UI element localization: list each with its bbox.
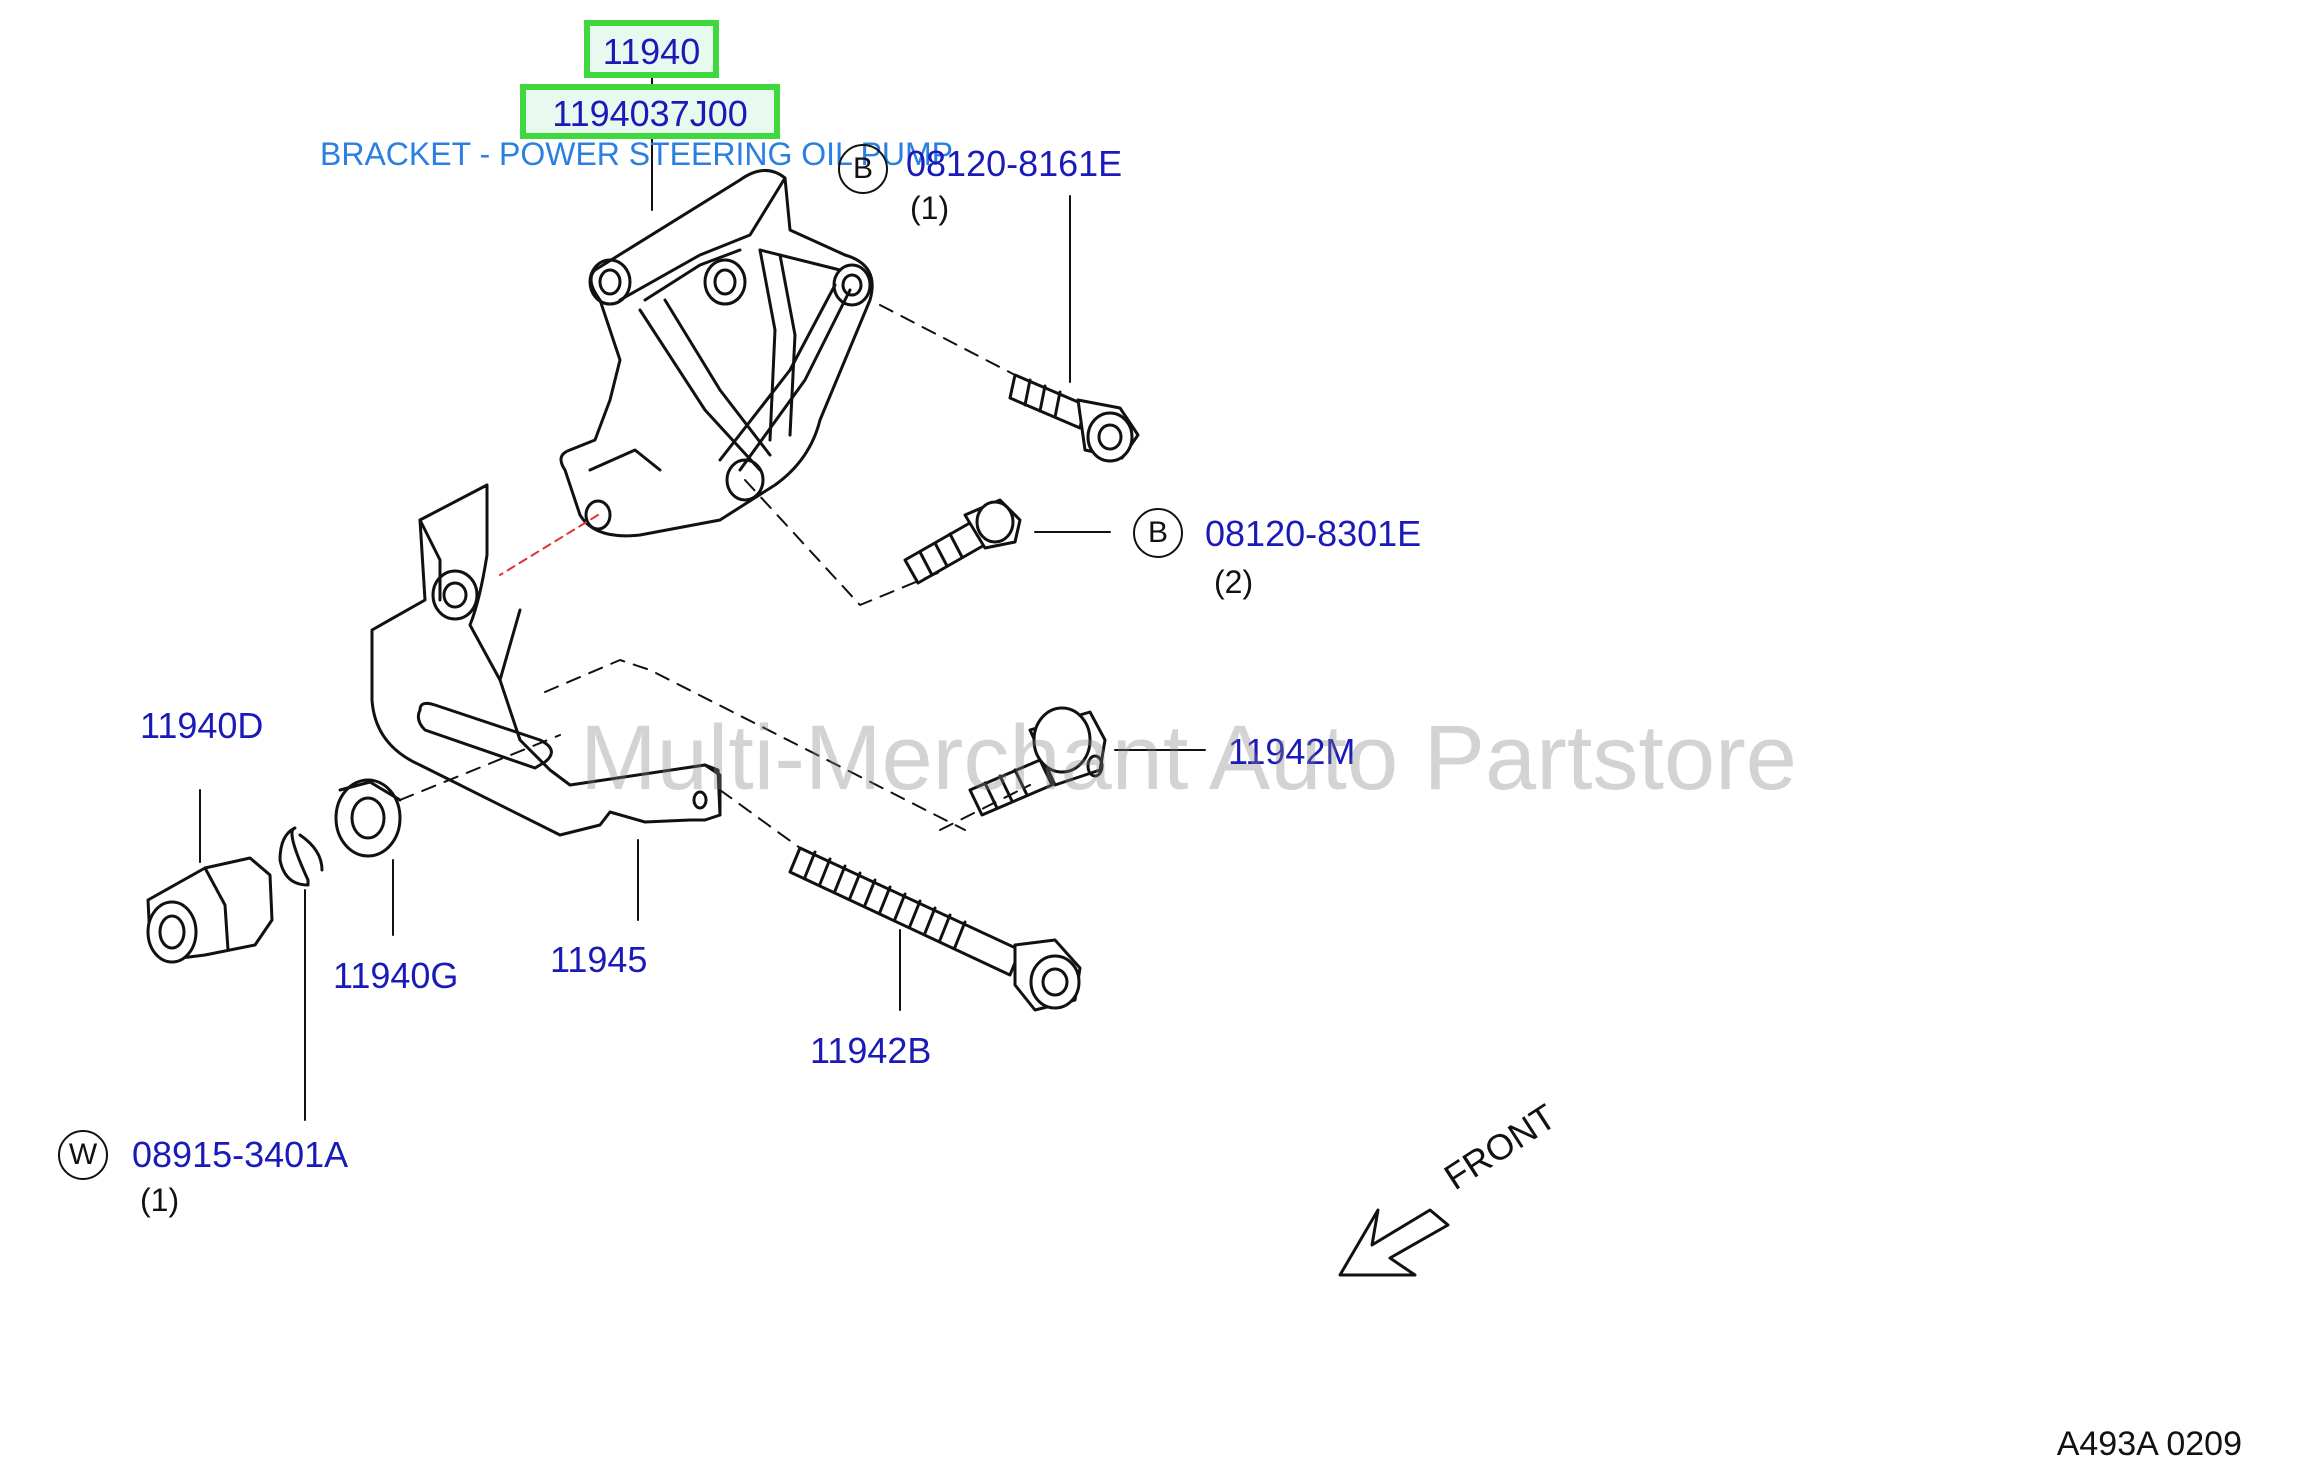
bolt-short-label[interactable]: 11942M bbox=[1228, 731, 1356, 772]
snap-ring-part[interactable] bbox=[278, 826, 324, 887]
bolt-short-part[interactable] bbox=[968, 706, 1107, 817]
bolt-lower-part[interactable] bbox=[903, 498, 1022, 585]
snap-ring-label[interactable]: 08915-3401A bbox=[132, 1134, 349, 1175]
bolt-upper-marker: B bbox=[838, 144, 888, 194]
diagram-code: A493A 0209 bbox=[2056, 1425, 2242, 1463]
catalog-number-highlight[interactable]: 1194037J00 bbox=[520, 84, 780, 139]
plate-part[interactable] bbox=[370, 483, 722, 837]
snap-ring-qty: (1) bbox=[140, 1182, 180, 1218]
bolt-lower-marker: B bbox=[1133, 508, 1183, 558]
spacer-label[interactable]: 11940D bbox=[140, 705, 264, 746]
bolt-long-part[interactable] bbox=[788, 846, 1082, 1012]
front-arrow-icon bbox=[1338, 1208, 1450, 1277]
bolt-upper-label[interactable]: 08120-8161E bbox=[906, 143, 1123, 184]
part-number-highlight[interactable]: 11940 bbox=[584, 20, 719, 78]
snap-ring-marker: W bbox=[58, 1130, 108, 1180]
plate-label[interactable]: 11945 bbox=[550, 939, 648, 980]
watermark: Multi-Merchant Auto Partstore bbox=[580, 707, 1797, 809]
washer-part[interactable] bbox=[334, 778, 402, 858]
part-number: 11940 bbox=[602, 31, 701, 72]
washer-label[interactable]: 11940G bbox=[333, 955, 459, 996]
bolt-lower-qty: (2) bbox=[1214, 564, 1254, 600]
bolt-upper-part[interactable] bbox=[1008, 373, 1140, 463]
bracket-part[interactable] bbox=[559, 169, 874, 538]
spacer-part[interactable] bbox=[146, 856, 274, 964]
catalog-number: 1194037J00 bbox=[552, 93, 748, 134]
bolt-upper-qty: (1) bbox=[910, 190, 950, 226]
bolt-lower-label[interactable]: 08120-8301E bbox=[1205, 513, 1422, 554]
bolt-long-label[interactable]: 11942B bbox=[810, 1030, 932, 1071]
